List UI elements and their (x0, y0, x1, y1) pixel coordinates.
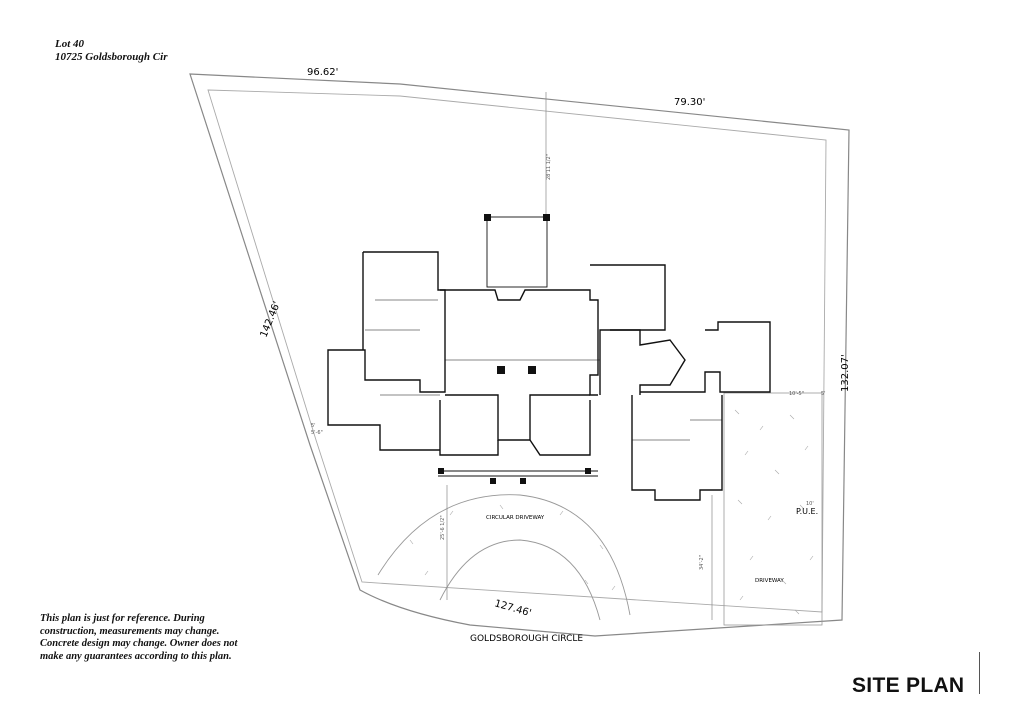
house-footprint (327, 216, 771, 501)
dim-left-setback-b: 5'-6" (311, 430, 323, 436)
columns (438, 214, 591, 484)
lot-street-address: 10725 Goldsborough Cir (55, 51, 168, 63)
dim-left-setback-a: 5' (311, 423, 316, 429)
dim-setback-rear: 28'11 1/2" (546, 154, 552, 180)
disclaimer-note: This plan is just for reference. During … (40, 613, 238, 662)
property-boundary (189, 73, 850, 637)
dim-right-setback-b: 5' (821, 391, 826, 397)
lot-address-block: Lot 40 10725 Goldsborough Cir (55, 38, 167, 64)
dim-top-left: 96.62' (307, 67, 338, 78)
dim-setback-front: 25'-6 1/2" (440, 515, 446, 540)
lot-number: Lot 40 (55, 38, 85, 50)
circular-driveway (377, 494, 631, 621)
label-circular-driveway: CIRCULAR DRIVEWAY (486, 515, 545, 521)
label-pue: P.U.E. (796, 507, 818, 516)
dim-bottom-front: 127.46' (493, 598, 532, 619)
label-driveway: DRIVEWAY (755, 578, 784, 584)
driveway-area (723, 392, 823, 626)
dim-top-right: 79.30' (674, 97, 705, 108)
dim-pue-offset: 10' (806, 501, 814, 507)
sheet-title: SITE PLAN (852, 674, 965, 697)
dim-right-setback-a: 10'-5" (789, 391, 804, 397)
title-block-divider (979, 652, 980, 694)
label-street: GOLDSBOROUGH CIRCLE (470, 634, 583, 644)
setback-line (207, 89, 827, 613)
dim-right-side: 132.07' (840, 354, 851, 392)
dim-setback-drive: 34'-2" (699, 555, 705, 570)
